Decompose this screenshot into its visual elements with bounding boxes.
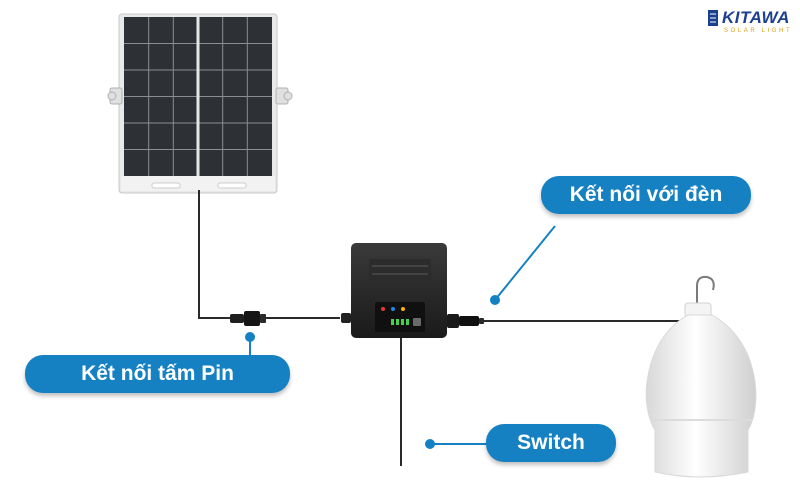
box-control-panel [375,302,425,332]
kitawa-logo-icon [708,10,718,26]
switch-label: Switch [486,424,616,462]
controller-box [341,243,447,338]
brand-logo: KITAWA SOLAR LIGHT [704,8,796,40]
lamp-callout-dot [490,295,500,305]
bulb [645,275,757,478]
bulb-body [645,314,757,478]
panel-bracket-left [107,87,123,105]
panel-slot-right [217,182,247,189]
lamp-callout-leader [494,225,556,301]
panel-wire [198,190,232,319]
panel-bottom-bar [121,176,275,191]
led-blue [391,307,395,311]
callouts [245,225,556,449]
lamp-connector [447,314,484,328]
panel-slot-left [151,182,181,189]
bulb-hook [696,275,715,306]
led-red [381,307,385,311]
solar-panel [107,13,293,194]
box-button [413,318,421,326]
panel-bracket-right [275,87,293,105]
panel-connection-label: Kết nối tấm Pin [25,355,290,393]
box-side-port-left [341,313,351,323]
brand-tagline: SOLAR LIGHT [724,28,793,34]
panel-callout-dot [245,332,255,342]
wires [198,190,686,466]
lamp-connection-label: Kết nối với đèn [541,176,751,214]
switch-callout-dot [425,439,435,449]
box-label-area [369,259,431,281]
led-amber [401,307,405,311]
battery-indicator [391,319,409,325]
panel-connector [230,311,266,326]
brand-name: KITAWA [722,8,790,27]
